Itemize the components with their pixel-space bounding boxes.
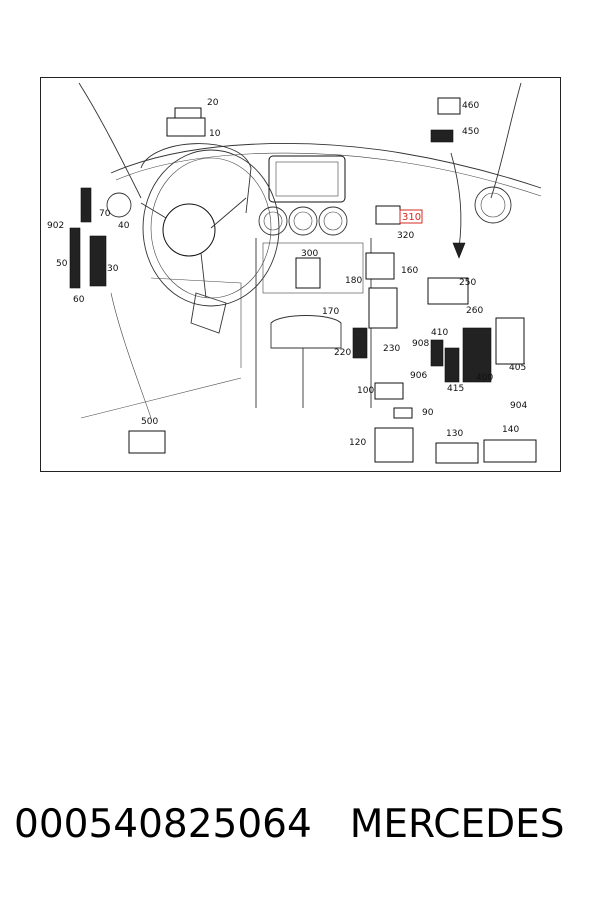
- assembly-arrow: [450, 152, 462, 249]
- left-pillar-line: [78, 82, 142, 199]
- callout-320: 320: [397, 231, 414, 241]
- callout-170: 170: [322, 307, 339, 317]
- callout-130: 130: [446, 429, 463, 439]
- parts-diagram: 20 10 460 450 902 70 310 320 50 40 30 300 160 250 60 18…: [40, 77, 561, 472]
- pedal-brake: [190, 292, 227, 334]
- callout-250: 250: [459, 278, 476, 288]
- gauge-center: [288, 206, 318, 236]
- steering-hub: [162, 203, 216, 257]
- dash-top-edge-inner: [115, 152, 542, 197]
- assembly-arrow-head: [452, 242, 466, 259]
- part-140: [483, 439, 537, 463]
- callout-180: 180: [345, 276, 362, 286]
- part-number: 000540825064: [14, 802, 312, 847]
- left-lower-trim: [110, 292, 152, 419]
- left-vent: [106, 192, 132, 218]
- dash-top-edge: [110, 143, 542, 189]
- part-410: [430, 339, 444, 367]
- part-50: [69, 227, 81, 289]
- gauge-left: [258, 206, 288, 236]
- callout-60: 60: [73, 295, 85, 305]
- callout-405: 405: [509, 363, 526, 373]
- footwell-line: [150, 277, 242, 368]
- part-100: [374, 382, 404, 400]
- callout-415: 415: [447, 384, 464, 394]
- right-vent: [474, 186, 512, 224]
- part-160: [365, 252, 395, 280]
- callout-450: 450: [462, 127, 479, 137]
- callout-400: 400: [476, 373, 493, 383]
- console-controls: [262, 242, 364, 294]
- callout-906: 906: [410, 371, 427, 381]
- callout-500: 500: [141, 417, 158, 427]
- callout-50: 50: [56, 259, 68, 269]
- callout-120: 120: [349, 438, 366, 448]
- part-400: [462, 327, 492, 383]
- floor-line: [80, 377, 242, 419]
- part-450: [430, 129, 454, 143]
- part-30: [89, 235, 107, 287]
- part-460: [437, 97, 461, 115]
- callout-230: 230: [383, 344, 400, 354]
- callout-410: 410: [431, 328, 448, 338]
- callout-160: 160: [401, 266, 418, 276]
- part-130: [435, 442, 479, 464]
- gauge-right: [318, 206, 348, 236]
- callout-904: 904: [510, 401, 527, 411]
- callout-902: 902: [47, 221, 64, 231]
- center-display: [268, 155, 346, 203]
- part-415: [444, 347, 460, 383]
- part-10: [166, 117, 206, 137]
- part-90: [393, 407, 413, 419]
- callout-70: 70: [99, 209, 111, 219]
- callout-908: 908: [412, 339, 429, 349]
- gauge-left-inner: [263, 211, 283, 231]
- part-300: [295, 257, 321, 289]
- callout-highlight-box: [399, 209, 423, 224]
- product-caption: 000540825064 MERCEDES: [14, 802, 594, 862]
- gauge-right-inner: [323, 211, 343, 231]
- part-10-top: [174, 107, 202, 119]
- callout-100: 100: [357, 386, 374, 396]
- part-250: [427, 277, 469, 305]
- callout-labels: 20 10 460 450 902 70 310 320 50 40 30 300 160 250 60 18…: [47, 98, 527, 448]
- part-120: [374, 427, 414, 463]
- callout-10: 10: [209, 129, 221, 139]
- part-70: [80, 187, 92, 223]
- gauge-center-inner: [293, 211, 313, 231]
- cluster-hood: [140, 143, 252, 214]
- steering-spokes: [140, 197, 247, 299]
- callout-260: 260: [466, 306, 483, 316]
- part-220: [352, 327, 368, 359]
- callout-30: 30: [107, 264, 119, 274]
- callout-460: 460: [462, 101, 479, 111]
- callout-140: 140: [502, 425, 519, 435]
- callout-90: 90: [422, 408, 434, 418]
- part-405: [495, 317, 525, 365]
- callout-220: 220: [334, 348, 351, 358]
- callout-40: 40: [118, 221, 130, 231]
- right-vent-inner: [480, 192, 506, 218]
- part-310: [375, 205, 401, 225]
- part-500: [128, 430, 166, 454]
- part-170: [368, 287, 398, 329]
- callout-300: 300: [301, 249, 318, 259]
- callout-310: 310: [402, 212, 421, 223]
- callout-20: 20: [207, 98, 219, 108]
- right-pillar-line: [490, 82, 522, 199]
- dashboard-exploded-view: 20 10 460 450 902 70 310 320 50 40 30 300 160 250 60 18…: [47, 82, 542, 464]
- gear-selector: [270, 315, 342, 349]
- brand-name: MERCEDES: [349, 802, 565, 847]
- center-display-screen: [275, 161, 339, 197]
